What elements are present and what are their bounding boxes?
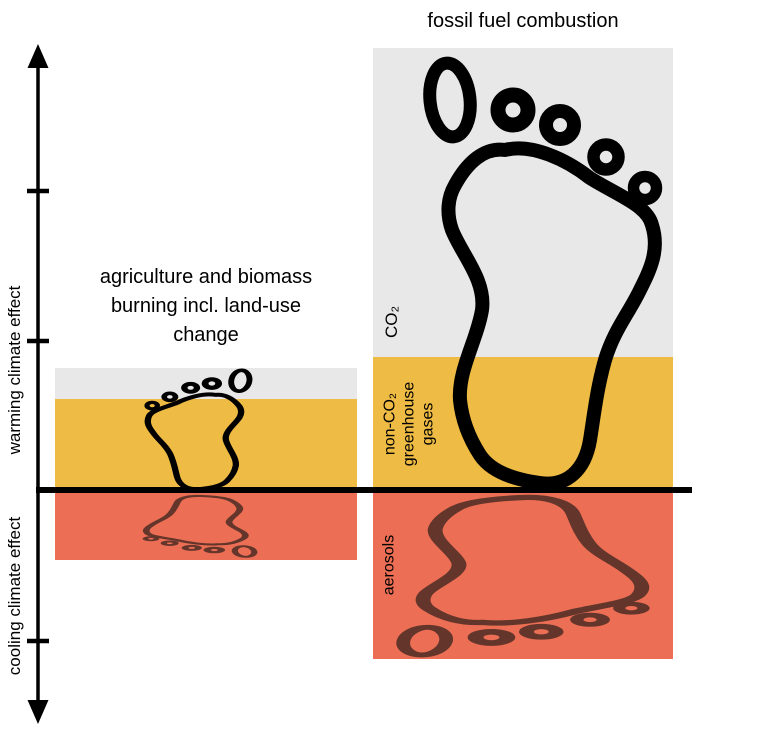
agriculture-title-line2: burning incl. land-use xyxy=(110,295,302,317)
warming-axis-label: warming climate effect xyxy=(5,285,24,455)
agriculture-title-line1: agriculture and biomass xyxy=(99,266,313,288)
axis-arrow-up xyxy=(27,44,49,68)
agriculture-title-line3: change xyxy=(173,324,239,346)
fossil-nonco2-band xyxy=(373,357,673,490)
agriculture-chart-title: agriculture and biomass burning incl. la… xyxy=(55,263,357,350)
axis-arrow-down xyxy=(27,700,49,724)
footprint-large-reflection-icon xyxy=(395,495,660,658)
footprint-small-reflection-icon xyxy=(138,495,258,558)
fossil-chart-title: fossil fuel combustion xyxy=(373,7,673,36)
footprint-small-icon xyxy=(140,368,253,491)
agriculture-nonco2-band xyxy=(55,399,357,490)
cooling-axis-label: cooling climate effect xyxy=(5,516,24,676)
footprint-large-icon xyxy=(422,55,672,490)
fossil-title-text: fossil fuel combustion xyxy=(427,10,619,32)
